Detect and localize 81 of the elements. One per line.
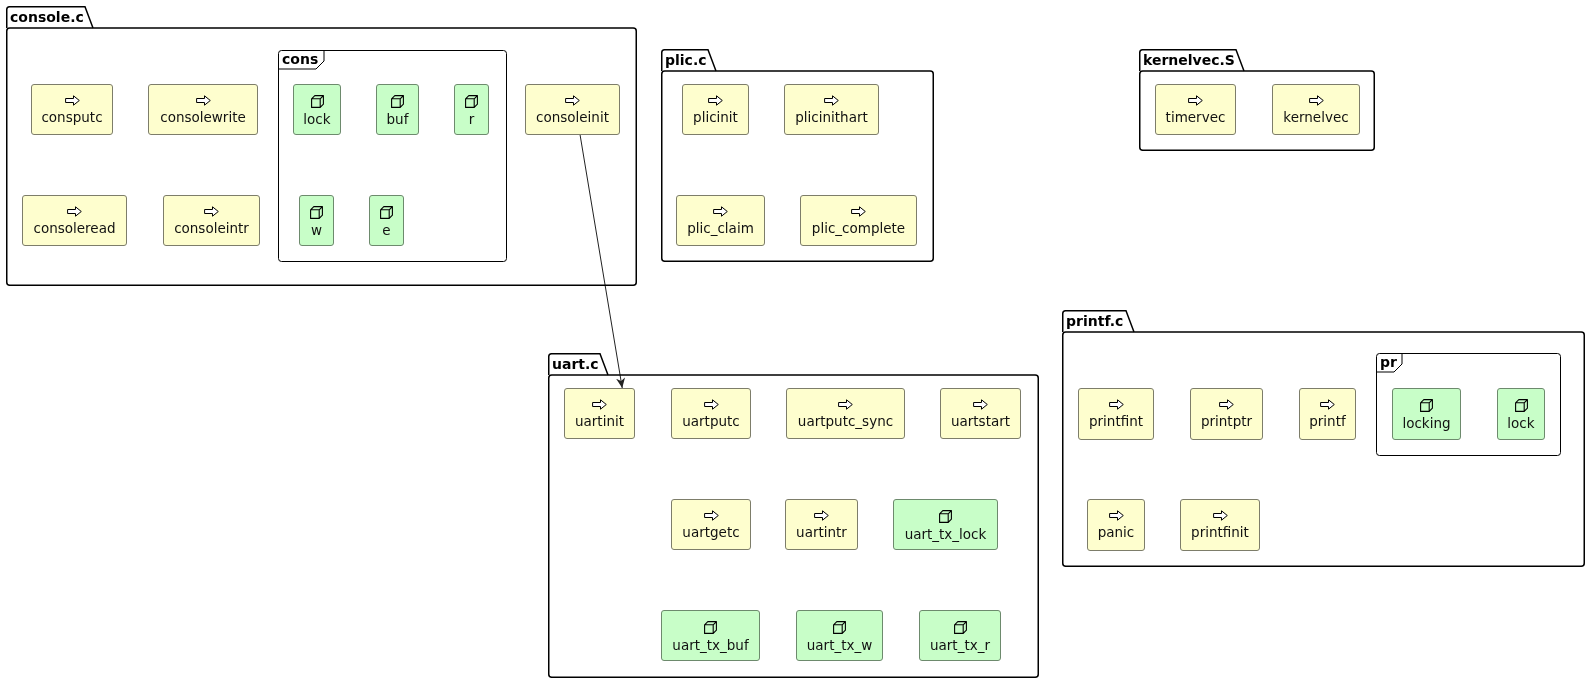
node-label: kernelvec [1283, 109, 1349, 125]
variable-box [893, 499, 998, 550]
variable-box [796, 610, 883, 661]
package-folder [1062, 310, 1585, 567]
node-label: consoleread [33, 220, 116, 236]
frame-title: cons [282, 51, 319, 68]
function-box [1272, 84, 1360, 135]
function-box [682, 84, 749, 135]
node-label: w [310, 222, 322, 238]
node-label: printfinit [1191, 524, 1249, 540]
node-label: timervec [1165, 109, 1226, 125]
function-box [1087, 499, 1145, 551]
node-label: consoleinit [536, 109, 609, 125]
node-label: plic_complete [811, 220, 906, 236]
node-label: consputc [41, 109, 103, 125]
node-label: locking [1402, 415, 1451, 431]
function-box [1078, 388, 1154, 440]
function-box [1155, 84, 1236, 135]
frame-panel [278, 50, 507, 262]
node-label: plic_claim [687, 220, 754, 236]
function-box [31, 84, 113, 135]
node-label: uart_tx_w [806, 637, 873, 653]
function-box [1190, 388, 1263, 440]
package-folder [6, 6, 637, 286]
package-title: uart.c [552, 356, 599, 373]
function-box [1299, 388, 1356, 440]
function-box [22, 195, 127, 246]
node-label: plicinit [693, 109, 738, 125]
function-box [784, 84, 879, 135]
node-label: buf [386, 111, 409, 127]
function-box [564, 388, 635, 439]
function-box [676, 195, 765, 246]
function-box [671, 499, 751, 550]
variable-box [1497, 388, 1545, 440]
node-label: uartinit [575, 413, 624, 429]
variable-box [376, 84, 419, 135]
node-label: r [468, 111, 475, 127]
node-label: uartstart [950, 413, 1011, 429]
function-box [785, 499, 858, 550]
node-label: printf [1309, 413, 1346, 429]
package-title: console.c [10, 9, 84, 26]
node-label: uart_tx_r [930, 637, 990, 653]
frame-title: pr [1380, 354, 1397, 371]
package-folder [548, 353, 1039, 678]
function-box [800, 195, 917, 246]
variable-box [369, 195, 404, 246]
package-title: plic.c [665, 52, 707, 69]
node-label: printfint [1088, 413, 1144, 429]
variable-box [1392, 388, 1461, 440]
node-label: uartgetc [682, 524, 740, 540]
package-title: printf.c [1066, 313, 1124, 330]
variable-box [454, 84, 489, 135]
variable-box [661, 610, 760, 661]
node-label: uartputc_sync [797, 413, 894, 429]
node-label: uartputc [682, 413, 740, 429]
package-title: kernelvec.S [1143, 52, 1235, 69]
variable-box [293, 84, 341, 135]
node-label: consoleintr [174, 220, 249, 236]
node-label: uart_tx_buf [672, 637, 749, 653]
node-label: uart_tx_lock [904, 526, 987, 542]
node-label: e [382, 222, 391, 238]
function-box [525, 84, 620, 135]
variable-box [919, 610, 1001, 661]
function-box [148, 84, 258, 135]
node-label: consolewrite [160, 109, 246, 125]
node-label: lock [1507, 415, 1535, 431]
variable-box [299, 195, 334, 246]
arrow [579, 134, 625, 389]
node-label: printptr [1200, 413, 1253, 429]
package-folder [1139, 49, 1375, 151]
package-folder [661, 49, 934, 262]
function-box [1180, 499, 1260, 551]
node-label: plicinithart [795, 109, 868, 125]
function-box [163, 195, 260, 246]
frame-panel [1376, 353, 1561, 456]
function-box [786, 388, 905, 439]
function-box [671, 388, 751, 439]
node-label: panic [1097, 524, 1135, 540]
node-label: lock [303, 111, 331, 127]
function-box [940, 388, 1021, 439]
node-label: uartintr [796, 524, 847, 540]
